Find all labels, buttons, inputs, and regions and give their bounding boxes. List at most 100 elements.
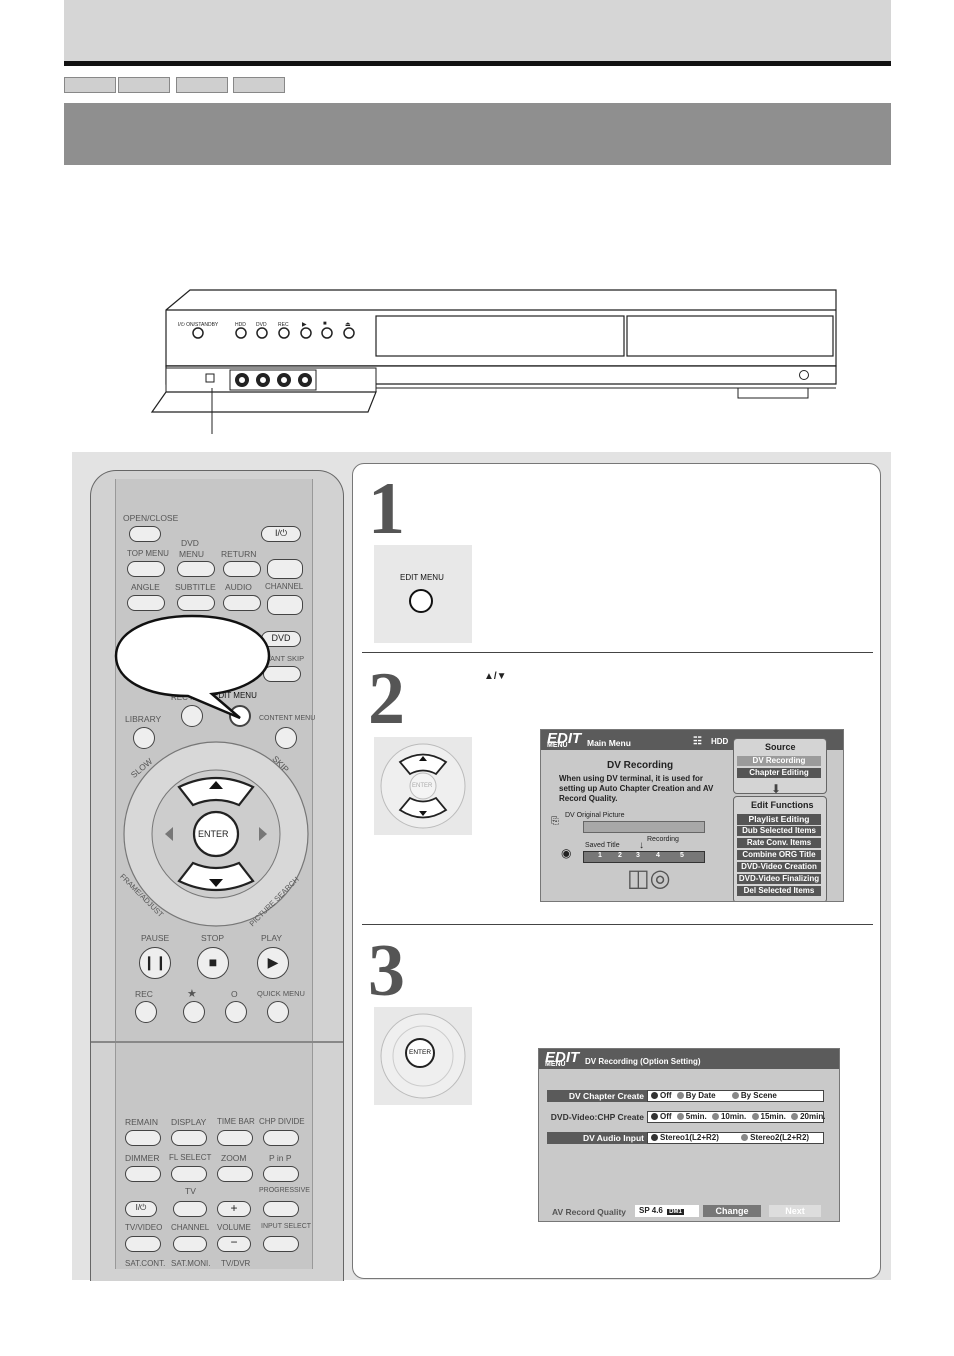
star-button[interactable] (183, 1001, 205, 1023)
return-button[interactable] (223, 561, 261, 577)
progressive-button[interactable] (263, 1201, 299, 1217)
fl-select-label: FL SELECT (169, 1153, 212, 1162)
top-menu-button[interactable] (127, 561, 165, 577)
saved-title-label: Saved Title (585, 842, 620, 849)
tv-channel-label: CHANNEL (171, 1223, 210, 1232)
dv-original-label: DV Original Picture (565, 812, 625, 819)
p-in-p-button[interactable] (263, 1166, 299, 1182)
play-button[interactable]: ▶ (257, 947, 289, 979)
subtitle-label: SUBTITLE (175, 582, 216, 592)
source-panel (733, 738, 827, 794)
instant-skip-button[interactable] (263, 666, 301, 682)
front-hdd-label: HDD (235, 322, 246, 328)
tv-channel-up-button[interactable] (173, 1201, 207, 1217)
angle-button[interactable] (127, 595, 165, 611)
edit-menu-remote-button[interactable] (229, 705, 251, 727)
menu-item-dub-selected[interactable]: Dub Selected Items (737, 826, 821, 836)
chp-divide-button[interactable] (263, 1130, 299, 1146)
menu-item-rate-conv[interactable]: Rate Conv. Items (737, 838, 821, 848)
quick-menu-button[interactable] (267, 1001, 289, 1023)
tv-power-button[interactable]: I/⏻ (125, 1201, 157, 1217)
step-divider-2 (362, 924, 873, 925)
top-menu-label: TOP MENU (127, 549, 169, 558)
tv-video-label: TV/VIDEO (125, 1223, 163, 1232)
fl-select-button[interactable] (171, 1166, 207, 1182)
tv-channel-down-button[interactable] (173, 1236, 207, 1252)
stop-button[interactable]: ■ (197, 947, 229, 979)
power-button[interactable]: I/⏻ (261, 526, 301, 542)
title-band (64, 103, 891, 165)
menu-item-dvd-video-creation[interactable]: DVD-Video Creation (737, 862, 821, 872)
edit-menu-button[interactable] (409, 589, 433, 613)
front-rec-label: REC (278, 322, 289, 328)
option-edit-logo-sub: MENU (545, 1061, 566, 1068)
dimmer-button[interactable] (125, 1166, 161, 1182)
option-20min[interactable]: 20min. (800, 1112, 826, 1121)
option-by-date[interactable]: By Date (685, 1091, 716, 1100)
tv-video-button[interactable] (125, 1236, 161, 1252)
change-button[interactable]: Change (703, 1205, 761, 1217)
content-menu-button[interactable] (275, 727, 297, 749)
down-arrow-icon: ↓ (639, 840, 644, 851)
remain-button[interactable] (125, 1130, 161, 1146)
volume-up-button[interactable]: + (217, 1201, 251, 1217)
navigation-ring[interactable] (121, 739, 311, 929)
menu-item-dv-recording[interactable]: DV Recording (737, 756, 821, 766)
option-chp-off[interactable]: Off (660, 1112, 672, 1121)
enter-remote-label: ENTER (198, 829, 229, 839)
rec-button[interactable] (135, 1001, 157, 1023)
menu-item-del-selected[interactable]: Del Selected Items (737, 886, 821, 896)
disc-stack-icon: ◉ (561, 846, 572, 860)
option-5min[interactable]: 5min. (685, 1112, 707, 1121)
slot-3: 3 (636, 852, 640, 859)
step-2-dpad[interactable] (374, 737, 472, 835)
option-stereo2[interactable]: Stereo2(L2+R2) (750, 1133, 810, 1142)
option-15min[interactable]: 15min. (760, 1112, 786, 1121)
header-band (64, 0, 891, 62)
circle-button[interactable] (225, 1001, 247, 1023)
slot-1: 1 (598, 852, 602, 859)
option-10min[interactable]: 10min. (720, 1112, 747, 1121)
dv-audio-input-options[interactable]: Stereo1(L2+R2) Stereo2(L2+R2) (647, 1132, 824, 1144)
section-tab-1 (64, 77, 116, 93)
av-quality-value: SP 4.6 DM1 (635, 1205, 699, 1217)
rec-mode-button[interactable] (181, 705, 203, 727)
pause-button[interactable]: ❙❙ (139, 947, 171, 979)
library-button[interactable] (133, 727, 155, 749)
next-button[interactable]: Next (769, 1205, 821, 1217)
return-label: RETURN (221, 549, 257, 559)
subtitle-button[interactable] (177, 595, 215, 611)
av-quality-label: AV Record Quality (552, 1207, 626, 1217)
option-stereo1[interactable]: Stereo1(L2+R2) (660, 1133, 719, 1142)
dv-chapter-create-options[interactable]: Off By Date By Scene (647, 1090, 824, 1102)
angle-label: ANGLE (131, 582, 160, 592)
input-select-button[interactable] (263, 1236, 299, 1252)
channel-up-button[interactable] (267, 559, 303, 579)
p-in-p-label: P in P (269, 1153, 292, 1163)
audio-button[interactable] (223, 595, 261, 611)
step-1-number: 1 (368, 468, 405, 550)
step-3-enter-button[interactable]: ENTER (409, 1049, 432, 1056)
audio-label: AUDIO (225, 582, 252, 592)
display-button[interactable] (171, 1130, 207, 1146)
volume-label: VOLUME (217, 1223, 251, 1232)
zoom-button[interactable] (217, 1166, 253, 1182)
open-close-button[interactable] (129, 526, 161, 542)
instant-skip-label: STANT SKIP (261, 654, 305, 663)
option-setting-title: DV Recording (Option Setting) (585, 1057, 701, 1066)
edit-logo-sub: MENU (547, 742, 568, 749)
stop-label: STOP (201, 933, 224, 943)
dvd-video-chp-create-options[interactable]: Off 5min. 10min. 15min. 20min. (647, 1111, 826, 1123)
step-divider-1 (362, 652, 873, 653)
option-off[interactable]: Off (660, 1091, 672, 1100)
step-1-thumbnail: EDIT MENU (374, 545, 472, 643)
menu-item-chapter-editing[interactable]: Chapter Editing (737, 768, 821, 778)
menu-item-playlist-editing[interactable]: Playlist Editing (737, 814, 821, 825)
channel-down-button[interactable] (267, 595, 303, 615)
menu-button[interactable] (177, 561, 215, 577)
menu-item-combine-org[interactable]: Combine ORG Title (737, 850, 821, 860)
volume-down-button[interactable]: − (217, 1236, 251, 1252)
option-by-scene[interactable]: By Scene (740, 1091, 777, 1100)
time-bar-button[interactable] (217, 1130, 253, 1146)
menu-item-dvd-video-finalizing[interactable]: DVD-Video Finalizing (737, 874, 821, 884)
